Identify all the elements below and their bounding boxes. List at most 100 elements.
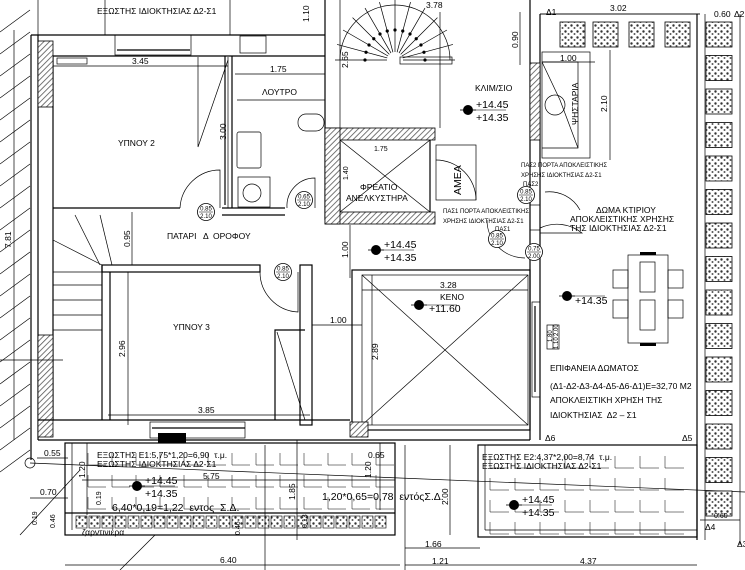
column-hatched <box>37 334 54 438</box>
elevation-top: +14.45 <box>145 475 178 487</box>
accessible-lift-box <box>435 144 477 201</box>
elevation-top: +14.45 <box>384 239 417 251</box>
stair-tread <box>401 29 448 57</box>
door-note-pas2: ΠΑΣ2 ΠΟΡΤΑ ΑΠΟΚΛΕΙΣΤΙΚΗΣ <box>521 163 607 169</box>
planter-cell <box>309 515 322 529</box>
label-planter: ζαρντινιέρα <box>82 527 124 537</box>
planter-cell <box>270 515 283 529</box>
hatch-line <box>0 207 31 231</box>
door-tag-width: 0.85 <box>491 234 503 240</box>
grill <box>541 51 591 159</box>
planter-cell <box>335 515 348 529</box>
dim-label: 3.78 <box>426 0 443 10</box>
point-d6: Δ6 <box>545 433 556 443</box>
toilet-icon <box>297 113 325 132</box>
dim-label: 3.00 <box>218 123 228 140</box>
dim-label: 2.00 <box>440 488 450 505</box>
dim-label: 1.20 <box>363 461 373 478</box>
planter-cell <box>114 515 127 529</box>
hatch-line <box>0 295 31 319</box>
balcony-e1-note: ΕΞΩΣΤΗΣ Ε1:5,75*1,20=6,90 τ.μ. <box>97 450 227 460</box>
elevation-bottom: +14.35 <box>145 488 178 500</box>
stair-landing <box>399 56 453 65</box>
hatch-line <box>0 31 31 55</box>
stair-tread <box>379 1 394 53</box>
dim-label: 1.10 <box>301 5 311 22</box>
planter-box <box>705 189 733 215</box>
window-roof <box>531 301 541 398</box>
door-bedroom3 <box>259 271 299 313</box>
staircase <box>0 214 113 361</box>
room-label-shaft: ΦΡΕΑΤΙΟ <box>360 182 398 192</box>
hatch-line <box>0 361 31 385</box>
stair-node <box>364 50 368 54</box>
hatch-line <box>0 97 31 121</box>
stair-tread <box>396 1 411 53</box>
area-note: ΕΠΙΦΑΝΕΙΑ ΔΩΜΑΤΟΣ <box>550 363 639 373</box>
area-note: (Δ1-Δ2-Δ3-Δ4-Δ5-Δ6-Δ1)Ε=32,70 Μ2 <box>550 381 692 391</box>
dim-label: 1.20 <box>77 461 87 478</box>
stair-tread <box>336 44 388 59</box>
window-tag-sill: 1.10 <box>554 337 560 349</box>
planter-box <box>705 222 733 249</box>
door-note-pas1: ΠΑΣ1 ΠΟΡΤΑ ΑΠΟΚΛΕΙΣΤΙΚΗΣ <box>443 209 529 215</box>
dim-label: 0.19 <box>96 491 103 505</box>
planter-cell <box>75 515 88 529</box>
stair-tread <box>400 17 438 55</box>
column-hatched <box>37 40 54 108</box>
dim-label: 1.66 <box>425 539 442 549</box>
dim-label: 1.00 <box>560 53 577 63</box>
dim-label: 0.70 <box>40 487 57 497</box>
dim-label: 5.75 <box>203 471 220 481</box>
dim-label: 2.65 <box>340 51 350 68</box>
dim-label: 0.60 <box>714 9 731 19</box>
dim-label: 6.40 <box>220 555 237 565</box>
dim-label: 3.28 <box>440 280 457 290</box>
dim-label: 0.65 <box>368 450 385 460</box>
door-tag-width: 0.85 <box>520 190 532 196</box>
balcony-e1-tiles <box>87 453 394 510</box>
label-grill: ΨΗΣΤΑΡΙΑ <box>570 82 580 125</box>
stair-tread <box>402 44 454 59</box>
stair-node <box>422 50 426 54</box>
hatch-line <box>0 9 31 33</box>
hatch-line <box>0 317 31 341</box>
exterior-slope-hatching <box>0 9 31 473</box>
hatch-line <box>0 339 31 363</box>
dimension-labels: 3.78 1.10 3.02 0.60 3.45 1.75 3.00 2.65 … <box>3 0 731 566</box>
door-tag-height: 2.10 <box>277 274 289 280</box>
dim-label: 0.19 <box>32 511 39 525</box>
section-line <box>29 462 745 493</box>
door-note-pas2: ΠΑΣ2 <box>523 182 539 188</box>
dim-label: 0.95 <box>122 230 132 247</box>
planter-cell <box>322 515 335 529</box>
dim-label: 2.89 <box>370 343 380 360</box>
room-label-bath: ΛΟΥΤΡΟ <box>262 87 297 97</box>
point-d1: Δ1 <box>546 7 557 17</box>
planter-cell <box>88 515 101 529</box>
planter-cell <box>283 515 296 529</box>
stair-node <box>372 37 376 41</box>
bathtub-icon <box>236 131 262 169</box>
room-label-bedroom3: ΥΠΝΟΥ 3 <box>173 322 210 332</box>
planter-cell <box>374 515 387 529</box>
hatch-line <box>0 141 31 165</box>
planter-box <box>705 155 733 182</box>
planter-cell <box>153 515 166 529</box>
elevation-top: +14.45 <box>522 494 555 506</box>
elevation-top: +14.45 <box>476 99 509 111</box>
dim-label: 0.90 <box>510 31 520 48</box>
room-label-mezzanine: ΠΑΤΑΡΙ Δ ΟΡΟΦΟΥ <box>167 231 251 241</box>
spiral-staircase <box>335 0 455 65</box>
planter-cell <box>231 515 244 529</box>
balcony-e1-inside-note: 1,20*0,65=0,78 εντόςΣ.Δ. <box>322 491 444 503</box>
door-tag-height: 2.10 <box>491 241 503 247</box>
hatch-line <box>0 449 31 473</box>
hatch-line <box>0 405 31 429</box>
balcony-e1-note: ΕΞΩΣΤΗΣ ΙΔΙΟΚΤΗΣΙΑΣ Δ2-Σ1 <box>97 459 217 469</box>
planter-cell <box>101 515 114 529</box>
planter-cell <box>205 515 218 529</box>
balcony-e1 <box>64 442 396 536</box>
planter-box <box>664 21 691 48</box>
